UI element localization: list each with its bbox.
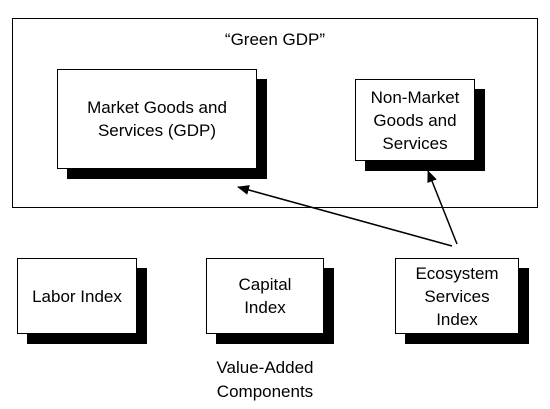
nonmarket-goods-label: Non-Market Goods and Services: [370, 87, 460, 153]
capital-index-box: Capital Index: [206, 258, 324, 334]
ecosystem-services-label: Ecosystem Services Index: [415, 263, 499, 329]
market-goods-label: Market Goods and Services (GDP): [87, 98, 227, 140]
ecosystem-services-box: Ecosystem Services Index: [395, 258, 519, 334]
green-gdp-title: “Green GDP”: [224, 30, 326, 49]
market-goods-box: Market Goods and Services (GDP): [57, 69, 257, 169]
nonmarket-goods-box: Non-Market Goods and Services: [355, 79, 475, 161]
labor-index-label: Labor Index: [32, 286, 122, 306]
labor-index-box: Labor Index: [17, 258, 137, 334]
capital-index-label: Capital Index: [238, 275, 292, 317]
value-added-caption: Value-Added Components: [195, 356, 335, 404]
value-added-caption-text: Value-Added Components: [216, 358, 314, 401]
